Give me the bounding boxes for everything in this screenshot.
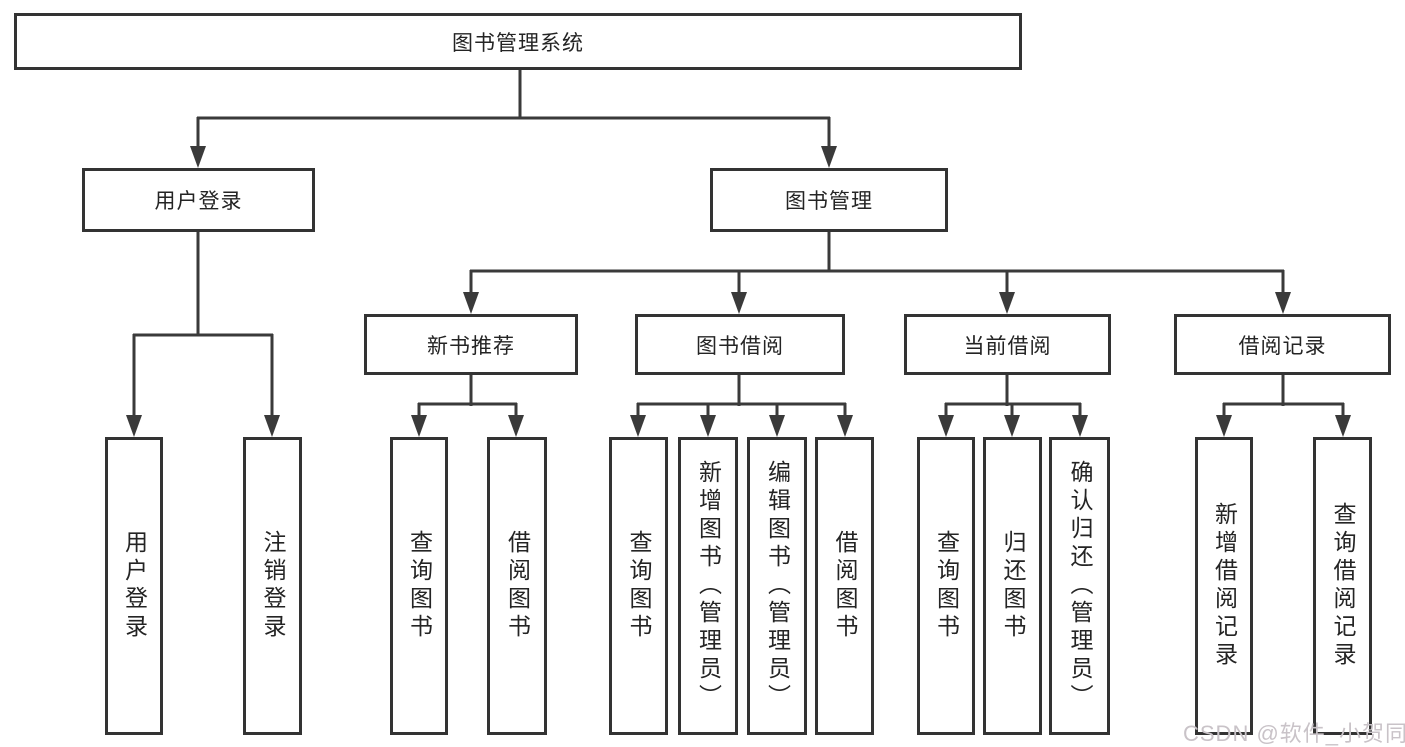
node-leaf-cb-query-books: 查询图书	[917, 437, 975, 735]
node-leaf-br-query-record: 查询借阅记录	[1313, 437, 1372, 735]
leaf-label: 确认归还（管理员）	[1067, 460, 1093, 712]
node-leaf-bb-borrow-books: 借阅图书	[815, 437, 874, 735]
leaf-label: 查询借阅记录	[1330, 502, 1356, 670]
leaf-label: 编辑图书（管理员）	[764, 460, 791, 712]
node-current-borrowing: 当前借阅	[904, 314, 1111, 375]
leaf-label: 归还图书	[1000, 530, 1026, 642]
leaf-label: 查询图书	[406, 530, 433, 642]
node-leaf-user-login: 用户登录	[105, 437, 163, 735]
node-leaf-logout: 注销登录	[243, 437, 302, 735]
node-leaf-cb-return-books: 归还图书	[983, 437, 1042, 735]
node-book-borrowing: 图书借阅	[635, 314, 845, 375]
node-new-book-recommend: 新书推荐	[364, 314, 578, 375]
leaf-label: 借阅图书	[832, 530, 858, 642]
csdn-watermark: CSDN @软件_小贺同学	[1183, 721, 1405, 746]
node-leaf-bb-edit-books-admin: 编辑图书（管理员）	[747, 437, 807, 735]
node-leaf-nb-borrow-books: 借阅图书	[487, 437, 547, 735]
node-leaf-nb-query-books: 查询图书	[390, 437, 448, 735]
leaf-label: 用户登录	[121, 530, 148, 642]
leaf-label: 查询图书	[933, 530, 960, 642]
leaf-label: 新增借阅记录	[1211, 502, 1238, 670]
node-book-management: 图书管理	[710, 168, 948, 232]
node-leaf-bb-query-books: 查询图书	[609, 437, 668, 735]
node-leaf-cb-confirm-return-admin: 确认归还（管理员）	[1049, 437, 1110, 735]
leaf-label: 注销登录	[260, 530, 286, 642]
leaf-label: 查询图书	[626, 530, 652, 642]
node-user-login: 用户登录	[82, 168, 315, 232]
node-leaf-bb-add-books-admin: 新增图书（管理员）	[678, 437, 738, 735]
node-root-system: 图书管理系统	[14, 13, 1022, 70]
leaf-label: 借阅图书	[504, 530, 531, 642]
leaf-label: 新增图书（管理员）	[695, 460, 722, 712]
node-leaf-br-add-record: 新增借阅记录	[1195, 437, 1253, 735]
node-borrow-records: 借阅记录	[1174, 314, 1391, 375]
